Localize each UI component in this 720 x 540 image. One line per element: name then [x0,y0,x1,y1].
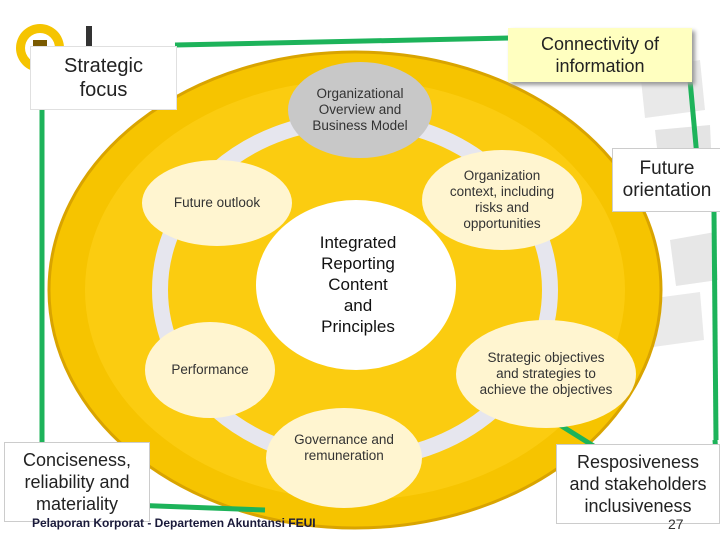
bubble-label: Governance and remuneration [294,432,394,463]
footer-text: Pelaporan Korporat - Departemen Akuntans… [32,516,316,530]
center-line: and [343,296,373,315]
center-title: Integrated Reporting Content and Princip… [296,232,420,337]
bubble-org-context: Organization context, including risks an… [422,150,582,250]
bubble-governance: Governance and remuneration [266,408,422,508]
bubble-label: Organizational Overview and Business Mod… [312,86,408,133]
bubble-label: Future outlook [173,195,261,210]
bubble-org-overview: Organizational Overview and Business Mod… [288,62,432,158]
center-line: Integrated [319,233,397,252]
callout-future-orientation: Future orientation [612,148,720,212]
center-line: Principles [321,317,395,336]
bubble-performance: Performance [145,322,275,418]
callout-strategic-focus: Strategic focus [30,46,177,110]
callout-conciseness: Conciseness, reliability and materiality [4,442,150,522]
bubble-label: Organization context, including risks an… [449,168,555,231]
center-line: Content [328,275,388,294]
bubble-future-outlook: Future outlook [142,160,292,246]
callout-responsiveness: Resposiveness and stakeholders inclusive… [556,444,720,524]
bubble-label: Performance [171,362,249,377]
bubble-label: Strategic objectives and strategies to a… [479,350,613,397]
callout-connectivity: Connectivity of information [508,28,692,82]
center-line: Reporting [321,254,395,273]
page-number: 27 [668,516,684,532]
bubble-center [256,200,456,370]
bubble-strategic-objectives: Strategic objectives and strategies to a… [456,320,636,428]
